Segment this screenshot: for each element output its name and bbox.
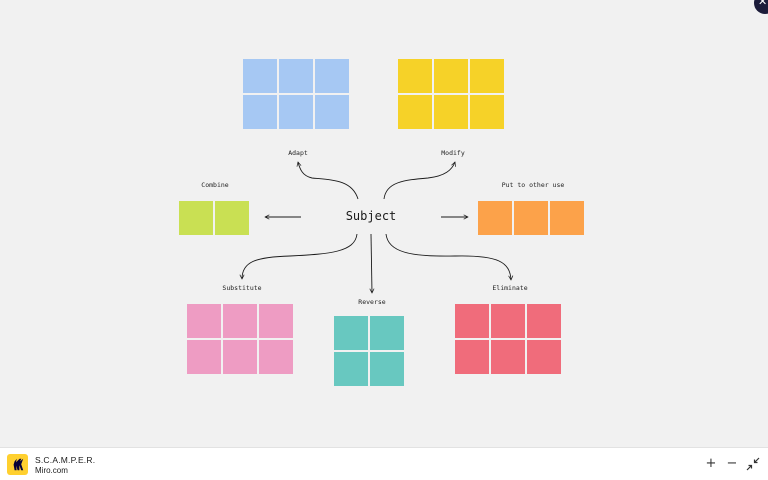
- sticky-note[interactable]: [279, 95, 313, 129]
- sticky-note[interactable]: [370, 316, 404, 350]
- combine-sticky-cluster[interactable]: [179, 201, 249, 235]
- label-adapt: Adapt: [288, 149, 308, 157]
- zoom-in-button[interactable]: +: [705, 456, 717, 471]
- substitute-sticky-cluster[interactable]: [187, 304, 293, 374]
- label-combine: Combine: [201, 181, 229, 189]
- sticky-note[interactable]: [470, 95, 504, 129]
- connector-adapt: [298, 162, 359, 200]
- sticky-note[interactable]: [527, 304, 561, 338]
- sticky-note[interactable]: [491, 304, 525, 338]
- sticky-note[interactable]: [223, 304, 257, 338]
- adapt-sticky-cluster[interactable]: [243, 59, 349, 129]
- label-substitute: Substitute: [222, 284, 262, 292]
- eliminate-sticky-cluster[interactable]: [455, 304, 561, 374]
- put-to-other-use-sticky-cluster[interactable]: [478, 201, 584, 235]
- label-modify: Modify: [441, 149, 465, 157]
- fullscreen-toggle-button[interactable]: [744, 455, 762, 473]
- connector-modify: [383, 162, 455, 200]
- sticky-note[interactable]: [434, 59, 468, 93]
- reverse-sticky-cluster[interactable]: [334, 316, 404, 386]
- sticky-note[interactable]: [527, 340, 561, 374]
- board-source-link[interactable]: Miro.com: [35, 466, 68, 475]
- sticky-note[interactable]: [398, 95, 432, 129]
- modify-sticky-cluster[interactable]: [398, 59, 504, 129]
- label-reverse: Reverse: [358, 298, 386, 306]
- sticky-note[interactable]: [215, 201, 249, 235]
- miro-board-canvas[interactable]: Adapt Modify Combine Put to other use Su…: [0, 0, 768, 447]
- sticky-note[interactable]: [470, 59, 504, 93]
- label-eliminate: Eliminate: [492, 284, 528, 292]
- sticky-note[interactable]: [187, 340, 221, 374]
- connector-eliminate: [385, 233, 511, 280]
- sticky-note[interactable]: [243, 59, 277, 93]
- label-put-to-other-use: Put to other use: [501, 181, 565, 189]
- subject-node[interactable]: Subject: [345, 209, 397, 223]
- sticky-note[interactable]: [315, 95, 349, 129]
- miro-logo-icon: [11, 458, 24, 471]
- zoom-out-button[interactable]: −: [726, 456, 738, 471]
- sticky-note[interactable]: [187, 304, 221, 338]
- sticky-note[interactable]: [398, 59, 432, 93]
- embed-footer-bar: S.C.A.M.P.E.R. Miro.com + −: [0, 447, 768, 480]
- sticky-note[interactable]: [243, 95, 277, 129]
- sticky-note[interactable]: [334, 316, 368, 350]
- sticky-note[interactable]: [223, 340, 257, 374]
- connector-layer: [0, 0, 768, 447]
- sticky-note[interactable]: [315, 59, 349, 93]
- sticky-note[interactable]: [455, 304, 489, 338]
- miro-logo[interactable]: [7, 454, 28, 475]
- sticky-note[interactable]: [514, 201, 548, 235]
- sticky-note[interactable]: [550, 201, 584, 235]
- close-icon: ✕: [758, 0, 768, 8]
- close-button[interactable]: ✕: [754, 0, 768, 14]
- sticky-note[interactable]: [279, 59, 313, 93]
- connector-reverse: [371, 233, 372, 293]
- sticky-note[interactable]: [334, 352, 368, 386]
- collapse-arrows-icon: [746, 457, 760, 471]
- sticky-note[interactable]: [179, 201, 213, 235]
- sticky-note[interactable]: [370, 352, 404, 386]
- sticky-note[interactable]: [434, 95, 468, 129]
- sticky-note[interactable]: [491, 340, 525, 374]
- board-title[interactable]: S.C.A.M.P.E.R.: [35, 455, 96, 465]
- sticky-note[interactable]: [259, 304, 293, 338]
- connector-substitute: [242, 233, 358, 279]
- sticky-note[interactable]: [455, 340, 489, 374]
- sticky-note[interactable]: [478, 201, 512, 235]
- sticky-note[interactable]: [259, 340, 293, 374]
